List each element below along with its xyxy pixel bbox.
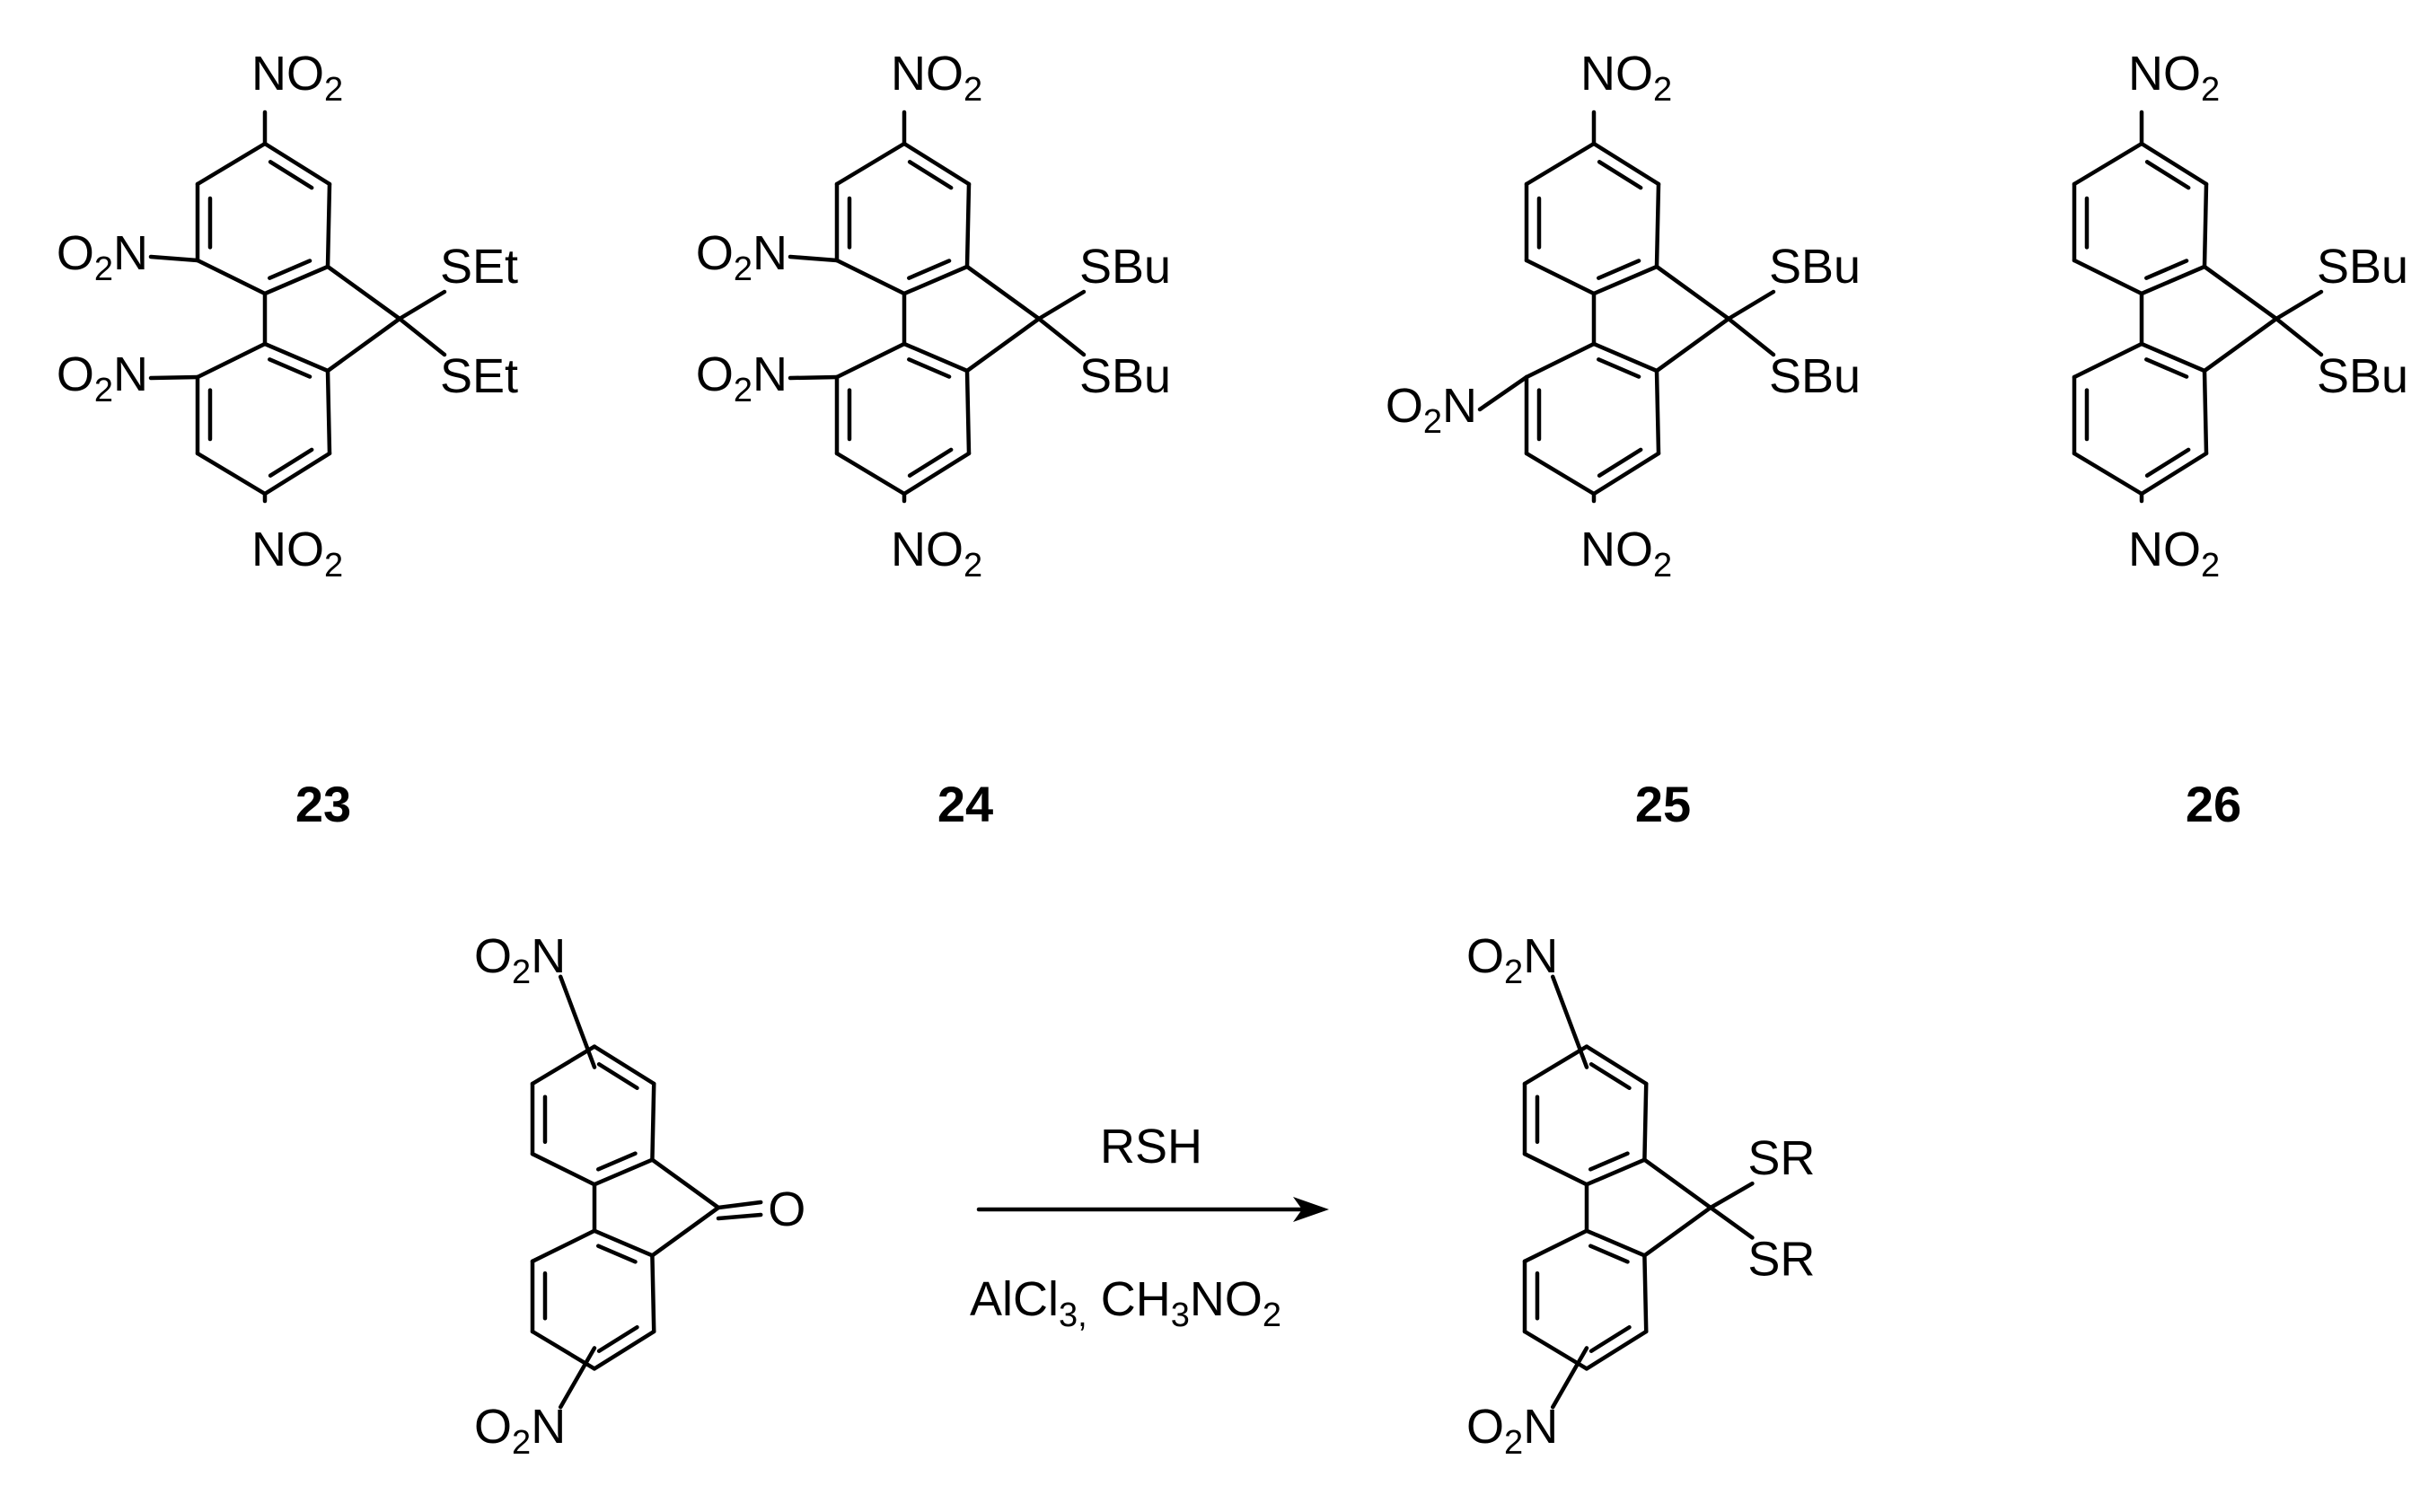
nitro-group-upper: O2N [474,929,566,991]
nitro-group-lower-left: O2N [696,347,788,409]
thio-substituent-lower: SBu [1079,349,1171,403]
nitro-group-bottom: NO2 [2128,523,2220,585]
nitro-group-bottom: NO2 [1580,523,1672,585]
nitro-group-lower-left: O2N [1386,379,1477,441]
nitro-group-upper-left: O2N [696,226,788,288]
thio-substituent-upper: SR [1747,1131,1815,1185]
molecule-drawings: NO2NO2O2NO2NSEtSEtNO2NO2O2NO2NSBuSBuNO2N… [57,47,2408,1462]
carbonyl-oxygen: O [768,1182,805,1236]
nitro-group-bottom: NO2 [891,523,982,585]
reactant-dinitrofluorenone: O2N O2N O [474,929,805,1462]
nitro-group-lower: O2N [1466,1400,1558,1462]
nitro-group-lower: O2N [474,1400,566,1462]
reagent-above: RSH [1100,1120,1202,1174]
product-dithioketal: O2N O2N SR SR [1466,929,1815,1462]
nitro-group-top: NO2 [251,47,343,109]
thio-substituent-lower: SBu [2317,349,2408,403]
thio-substituent-upper: SEt [440,240,518,294]
nitro-group-bottom: NO2 [251,523,343,585]
reagent-below: AlCl3, CH3NO2 [970,1272,1281,1334]
nitro-group-upper-left: O2N [57,226,148,288]
thio-substituent-upper: SBu [1769,240,1861,294]
thio-substituent-lower: SR [1747,1232,1815,1286]
thio-substituent-lower: SBu [1769,349,1861,403]
nitro-group-upper: O2N [1466,929,1558,991]
nitro-group-top: NO2 [2128,47,2220,109]
compound-labels: 23 24 25 26 [295,776,2241,832]
compound-number-24: 24 [937,776,993,832]
compound-number-25: 25 [1635,776,1691,832]
nitro-group-lower-left: O2N [57,347,148,409]
nitro-group-top: NO2 [891,47,982,109]
nitro-group-top: NO2 [1580,47,1672,109]
thio-substituent-upper: SBu [1079,240,1171,294]
compound-number-26: 26 [2186,776,2241,832]
thio-substituent-lower: SEt [440,349,518,403]
reaction-arrow [976,1197,1329,1222]
thio-substituent-upper: SBu [2317,240,2408,294]
compound-number-23: 23 [295,776,351,832]
